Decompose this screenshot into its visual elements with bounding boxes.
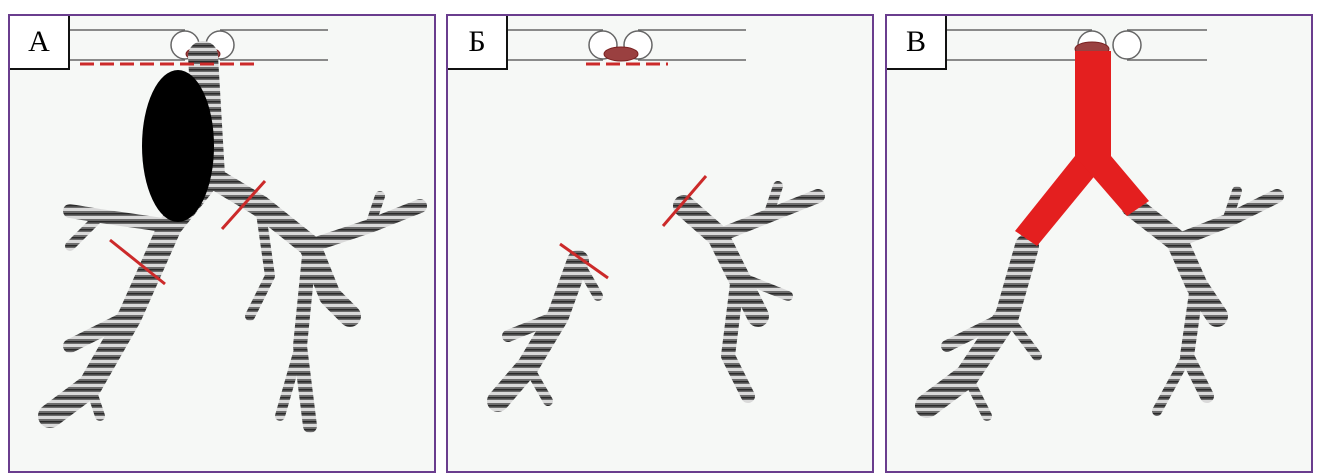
panel-b-label: Б <box>446 14 508 70</box>
airway-tree <box>927 191 1277 416</box>
panel-b-diagram <box>448 16 874 473</box>
panel-c: В <box>885 14 1313 473</box>
panel-a: А <box>8 14 436 473</box>
panel-a-diagram <box>10 16 436 473</box>
panel-b: Б <box>446 14 874 473</box>
panel-c-label: В <box>885 14 947 70</box>
airway-tree <box>50 56 420 426</box>
tumor-mass <box>142 70 214 222</box>
panel-a-label: А <box>8 14 70 70</box>
airway-tree <box>498 186 818 401</box>
trachea-stump <box>604 47 638 61</box>
panel-c-diagram <box>887 16 1313 473</box>
